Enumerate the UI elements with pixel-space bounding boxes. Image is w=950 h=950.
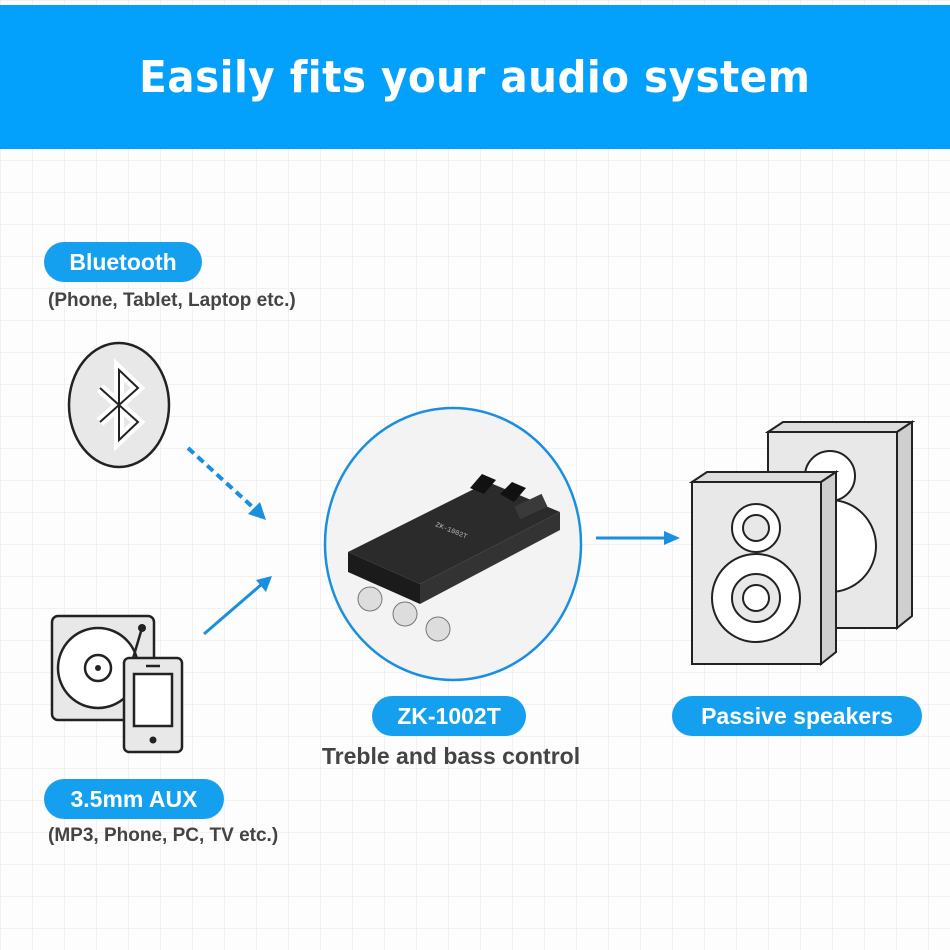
speakers-label: Passive speakers <box>672 696 922 736</box>
solid-arrow-aux <box>203 576 272 636</box>
product-caption: Treble and bass control <box>321 743 581 769</box>
amplifier-board-image: ZK-1002T <box>323 406 583 682</box>
aux-description: (MP3, Phone, PC, TV etc.) <box>48 825 279 846</box>
aux-label: 3.5mm AUX <box>44 779 224 819</box>
dashed-arrow <box>186 446 266 520</box>
bluetooth-description: (Phone, Tablet, Laptop etc.) <box>48 290 296 311</box>
speakers-icon <box>688 420 916 666</box>
turntable-phone-icon <box>50 614 184 754</box>
page-title: Easily fits your audio system <box>139 51 811 103</box>
bluetooth-icon <box>67 341 171 469</box>
bluetooth-label: Bluetooth <box>44 242 202 282</box>
header-banner: Easily fits your audio system <box>0 5 950 149</box>
solid-arrow-output <box>596 531 680 545</box>
product-model-label: ZK-1002T <box>372 696 526 736</box>
